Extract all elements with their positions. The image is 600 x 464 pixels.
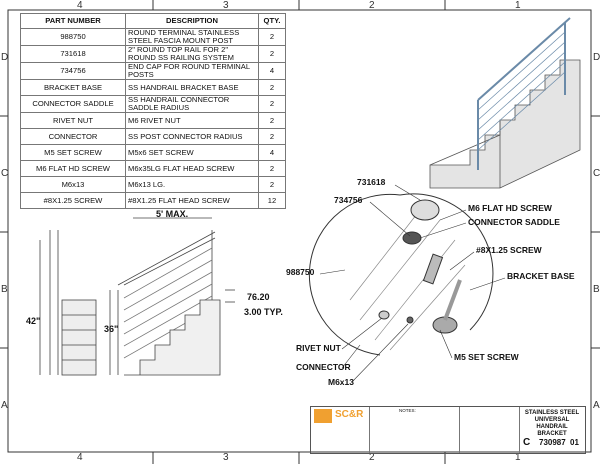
zone-row-b: B xyxy=(1,284,8,295)
part-number-cell: CONNECTOR xyxy=(20,128,126,145)
dim-max-span: 5' MAX. xyxy=(156,209,189,219)
logo-text: SC&R xyxy=(335,409,364,420)
isometric-stair-drawing xyxy=(429,59,581,189)
callout-top-rail: 731618 xyxy=(357,177,386,187)
zone-row-c: C xyxy=(1,168,9,179)
zone-row-d: D xyxy=(1,52,9,63)
qty-cell: 2 xyxy=(258,95,286,113)
part-number-cell: M6 FLAT HD SCREW xyxy=(20,160,126,177)
detail-view xyxy=(308,193,494,356)
dim-post-height: 42" xyxy=(26,316,41,326)
header-qty: QTY. xyxy=(258,13,286,29)
zone-col-2: 2 xyxy=(369,0,375,11)
description-cell: SS HANDRAIL CONNECTOR SADDLE RADIUS xyxy=(125,95,259,113)
logo-cell: SC&R xyxy=(311,407,370,453)
callout-bracket-base: BRACKET BASE xyxy=(507,271,575,281)
part-number-cell: 734756 xyxy=(20,62,126,80)
notes-label: NOTES: xyxy=(399,408,416,413)
qty-cell: 2 xyxy=(258,160,286,177)
zone-col-3: 3 xyxy=(223,0,229,11)
drawing-number: 730987 xyxy=(539,438,566,447)
approvals-cell xyxy=(459,407,520,453)
part-number-cell: M5 SET SCREW xyxy=(20,144,126,161)
qty-cell: 2 xyxy=(258,45,286,63)
description-cell: #8X1.25 FLAT HEAD SCREW xyxy=(125,192,259,209)
qty-cell: 2 xyxy=(258,79,286,96)
part-number-cell: M6x13 xyxy=(20,176,126,193)
dim-spacing-mm: 76.20 xyxy=(247,292,270,302)
zone-row-d-right: D xyxy=(593,52,600,63)
part-number-cell: RIVET NUT xyxy=(20,112,126,129)
part-number-cell: 988750 xyxy=(20,28,126,46)
railing-iso xyxy=(477,17,571,170)
logo-mark xyxy=(314,409,332,423)
zone-row-a: A xyxy=(1,400,8,411)
zone-col-4: 4 xyxy=(77,0,83,11)
callout-end-cap: 734756 xyxy=(334,195,363,205)
qty-cell: 4 xyxy=(258,62,286,80)
description-cell: SS HANDRAIL BRACKET BASE xyxy=(125,79,259,96)
qty-cell: 2 xyxy=(258,28,286,46)
side-elevation xyxy=(39,217,235,376)
drawing-title: STAINLESS STEEL UNIVERSAL HANDRAIL BRACK… xyxy=(524,410,580,437)
description-cell: SS POST CONNECTOR RADIUS xyxy=(125,128,259,145)
part-number-cell: 731618 xyxy=(20,45,126,63)
zone-col-3-bottom: 3 xyxy=(223,452,229,463)
qty-cell: 2 xyxy=(258,112,286,129)
qty-cell: 2 xyxy=(258,176,286,193)
callout-connector: CONNECTOR xyxy=(296,362,351,372)
zone-col-4-bottom: 4 xyxy=(77,452,83,463)
zone-col-2-bottom: 2 xyxy=(369,452,375,463)
zone-row-a-right: A xyxy=(593,400,600,411)
dim-spacing-in: 3.00 TYP. xyxy=(244,307,283,317)
zone-col-1: 1 xyxy=(515,0,521,11)
qty-cell: 12 xyxy=(258,192,286,209)
description-cell: ROUND TERMINAL STAINLESS STEEL FASCIA MO… xyxy=(125,28,259,46)
header-part-number: PART NUMBER xyxy=(20,13,126,29)
description-cell: M6x13 LG. xyxy=(125,176,259,193)
title-block: SC&R NOTES: STAINLESS STEEL UNIVERSAL HA… xyxy=(310,406,586,454)
callout-rivet-nut: RIVET NUT xyxy=(296,343,341,353)
sheet-size: C xyxy=(523,437,531,448)
dim-rail-height: 36" xyxy=(104,324,119,334)
qty-cell: 2 xyxy=(258,128,286,145)
description-cell: M5x6 SET SCREW xyxy=(125,144,259,161)
header-description: DESCRIPTION xyxy=(125,13,259,29)
callout-post: 988750 xyxy=(286,267,315,277)
zone-row-b-right: B xyxy=(593,284,600,295)
callout-flat-hd-screw: M6 FLAT HD SCREW xyxy=(468,203,552,213)
part-number-cell: CONNECTOR SADDLE xyxy=(20,95,126,113)
callout-set-screw: M5 SET SCREW xyxy=(454,352,519,362)
callout-connector-saddle: CONNECTOR SADDLE xyxy=(468,217,560,227)
callout-8x125-screw: #8X1.25 SCREW xyxy=(476,245,542,255)
qty-cell: 4 xyxy=(258,144,286,161)
description-cell: M6 RIVET NUT xyxy=(125,112,259,129)
revision: 01 xyxy=(570,438,579,447)
zone-row-c-right: C xyxy=(593,168,600,179)
part-number-cell: BRACKET BASE xyxy=(20,79,126,96)
description-cell: 2" ROUND TOP RAIL FOR 2" ROUND SS RAILIN… xyxy=(125,45,259,63)
part-number-cell: #8X1.25 SCREW xyxy=(20,192,126,209)
notes-cell: NOTES: xyxy=(369,407,460,453)
description-cell: END CAP FOR ROUND TERMINAL POSTS xyxy=(125,62,259,80)
callout-m6x13: M6x13 xyxy=(328,377,354,387)
description-cell: M6x35LG FLAT HEAD SCREW xyxy=(125,160,259,177)
zone-col-1-bottom: 1 xyxy=(515,452,521,463)
